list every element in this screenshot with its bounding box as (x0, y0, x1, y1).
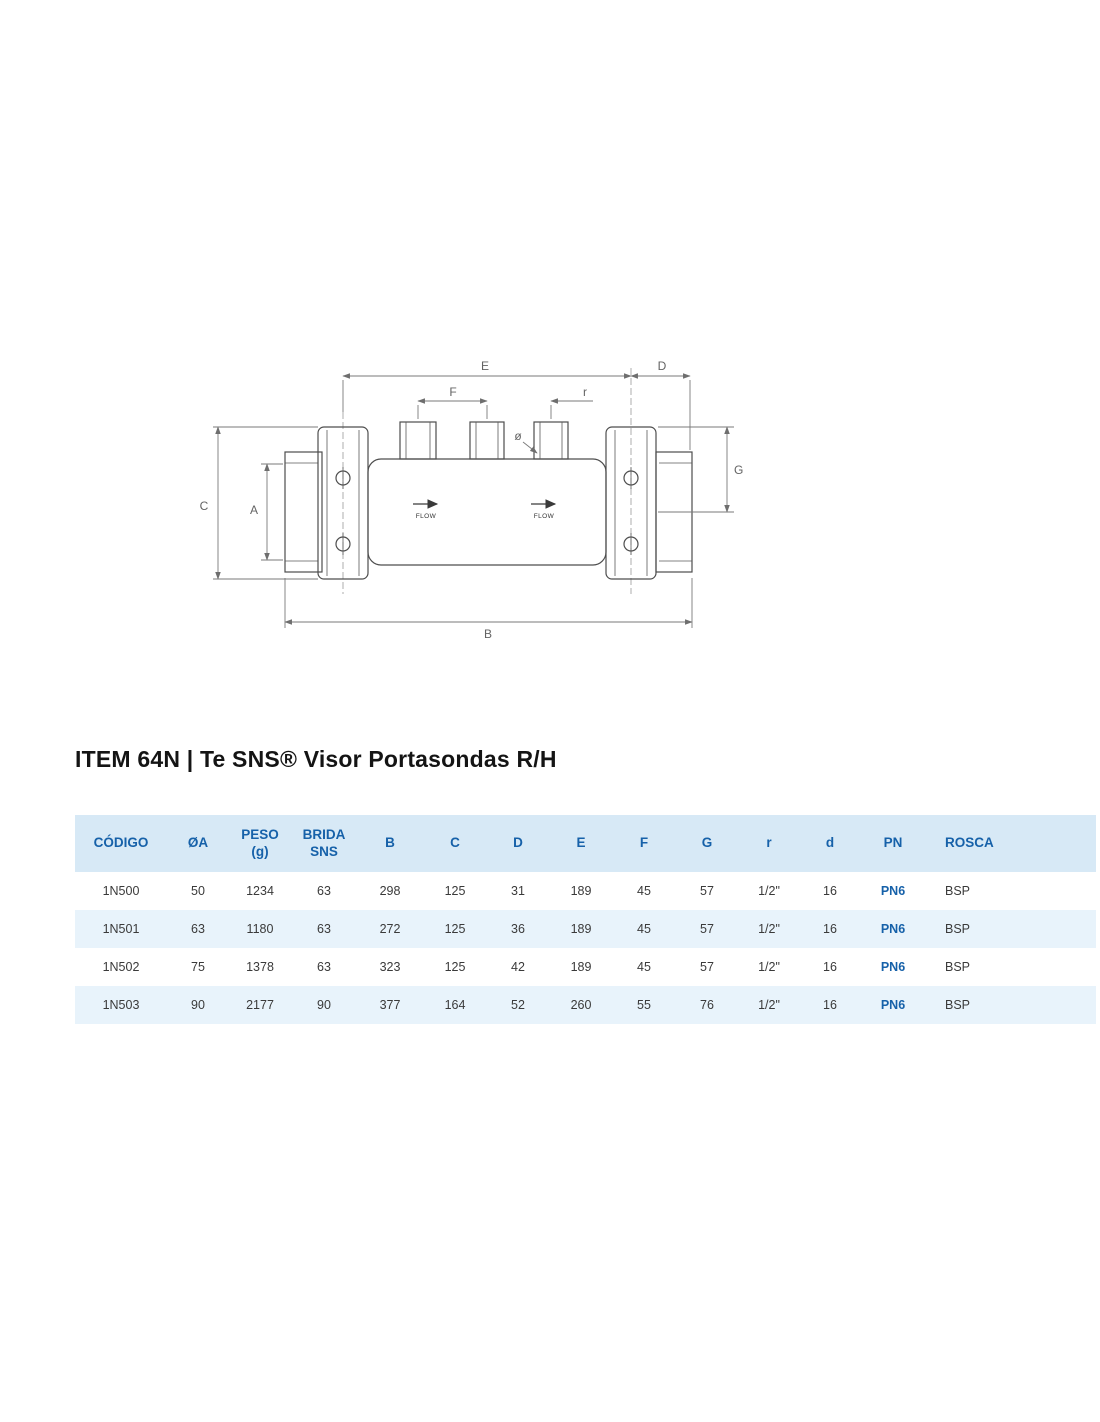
table-cell: PN6 (880, 960, 906, 974)
fitting-body-outline (284, 421, 693, 580)
fitting-drawing: FLOW FLOW E D F (200, 359, 744, 641)
table-cell: PN6 (880, 884, 906, 898)
column-header-10: r (739, 815, 799, 872)
dimension-lines: E D F r ø G (200, 359, 744, 641)
table-cell: 45 (637, 960, 651, 974)
table-cell: 272 (379, 922, 401, 936)
table-cell: 63 (317, 922, 331, 936)
table-row: 1N502 75 1378 63 323 125 42 189 45 57 1/2" 16 PN6 BSP (75, 948, 1096, 986)
table-cell: 50 (191, 884, 205, 898)
table-cell: 1N503 (102, 998, 140, 1012)
table-cell: BSP (945, 922, 971, 936)
table-cell: 45 (637, 884, 651, 898)
table-cell: PN6 (880, 922, 906, 936)
table-cell: 189 (570, 922, 592, 936)
column-header-1: ØA (167, 815, 229, 872)
table-row: 1N503 90 2177 90 377 164 52 260 55 76 1/2" 16 PN6 BSP (75, 986, 1096, 1024)
table-cell: 45 (637, 922, 651, 936)
dim-label-diameter: ø (514, 429, 522, 443)
table-cell: BSP (945, 960, 971, 974)
dim-label-g: G (734, 463, 743, 477)
technical-drawing: FLOW FLOW E D F (185, 352, 745, 652)
flow-indicators: FLOW FLOW (413, 499, 557, 520)
table-cell: 63 (317, 960, 331, 974)
column-header-11: d (799, 815, 861, 872)
table-cell: 63 (317, 884, 331, 898)
table-cell: 90 (191, 998, 205, 1012)
column-header-3: BRIDA SNS (291, 815, 357, 872)
table-cell: 260 (570, 998, 592, 1012)
table-cell: 125 (444, 922, 466, 936)
table-row: 1N500 50 1234 63 298 125 31 189 45 57 1/2" 16 PN6 BSP (75, 872, 1096, 910)
table-cell: 1/2" (758, 884, 780, 898)
dim-label-c: C (200, 499, 209, 513)
table-cell: 164 (444, 998, 466, 1012)
column-header-7: E (549, 815, 613, 872)
table-cell: 75 (191, 960, 205, 974)
column-header-4: B (357, 815, 423, 872)
column-header-9: G (675, 815, 739, 872)
table-cell: 1234 (246, 884, 274, 898)
dim-label-f: F (449, 385, 456, 399)
table-cell: 1180 (246, 922, 274, 936)
column-header-12: PN (861, 815, 925, 872)
table-cell: 52 (511, 998, 525, 1012)
dim-label-a: A (250, 503, 258, 517)
table-row: 1N501 63 1180 63 272 125 36 189 45 57 1/2" 16 PN6 BSP (75, 910, 1096, 948)
table-cell: 90 (317, 998, 331, 1012)
table-cell: 1N500 (102, 884, 140, 898)
table-cell: 42 (511, 960, 525, 974)
table-cell: BSP (945, 998, 971, 1012)
table-cell: 1378 (246, 960, 274, 974)
table-cell: 1N502 (102, 960, 140, 974)
dim-label-e: E (481, 359, 489, 373)
table-cell: 76 (700, 998, 714, 1012)
dim-label-d: D (658, 359, 667, 373)
table-cell: 2177 (246, 998, 274, 1012)
column-header-2: PESO (g) (229, 815, 291, 872)
dim-label-b: B (484, 627, 492, 641)
flow-label: FLOW (534, 513, 555, 520)
dim-label-r: r (583, 385, 587, 399)
table-cell: 189 (570, 960, 592, 974)
table-cell: 31 (511, 884, 525, 898)
table-cell: 323 (379, 960, 401, 974)
table-cell: 125 (444, 884, 466, 898)
table-cell: 189 (570, 884, 592, 898)
table-cell: 16 (823, 884, 837, 898)
page-title: ITEM 64N | Te SNS® Visor Portasondas R/H (75, 746, 557, 772)
column-header-8: F (613, 815, 675, 872)
table-cell: 1/2" (758, 922, 780, 936)
table-cell: 57 (700, 960, 714, 974)
table-cell: PN6 (880, 998, 906, 1012)
table-cell: 36 (511, 922, 525, 936)
column-header-0: CÓDIGO (75, 815, 167, 872)
table-cell: 1/2" (758, 960, 780, 974)
table-cell: 57 (700, 884, 714, 898)
flow-label: FLOW (416, 513, 437, 520)
table-cell: BSP (945, 884, 971, 898)
table-cell: 16 (823, 998, 837, 1012)
table-cell: 16 (823, 922, 837, 936)
column-header-13: ROSCA (925, 815, 1096, 872)
column-header-6: D (487, 815, 549, 872)
table-cell: 63 (191, 922, 205, 936)
table-cell: 125 (444, 960, 466, 974)
table-cell: 55 (637, 998, 651, 1012)
table-cell: 377 (379, 998, 401, 1012)
table-cell: 1N501 (102, 922, 140, 936)
table-cell: 298 (379, 884, 401, 898)
table-cell: 16 (823, 960, 837, 974)
table-cell: 1/2" (758, 998, 780, 1012)
column-header-5: C (423, 815, 487, 872)
table-cell: 57 (700, 922, 714, 936)
